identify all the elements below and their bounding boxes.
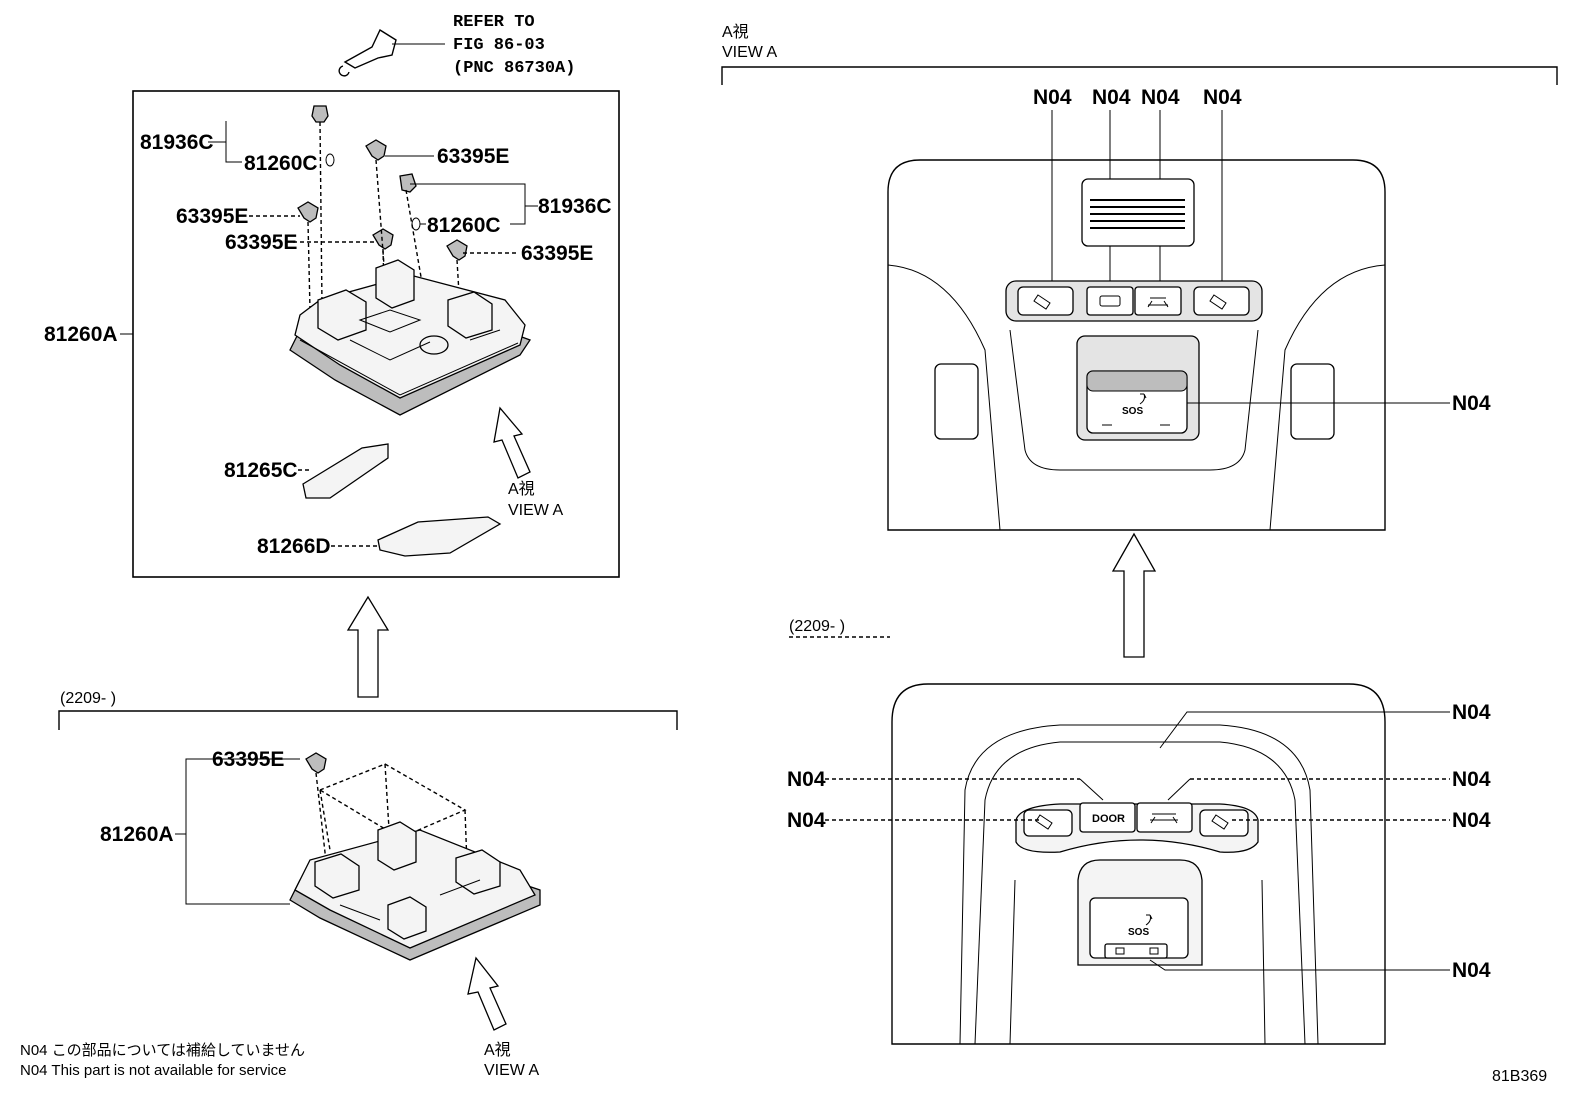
label-81265c: 81265C <box>224 459 298 482</box>
main-assembly-box: 81936C 81260C 63395E 81260C 81936C 63395… <box>44 90 620 578</box>
sos-text-upper: SOS <box>1122 406 1143 417</box>
n04-lower-bottom-right: N04 <box>1452 959 1491 982</box>
view-a-lower-group: (2209- ) DOOR SOS <box>787 618 1491 1045</box>
n04-lower-right-upper: N04 <box>1452 768 1491 791</box>
view-a-arrow-variant <box>467 956 507 1031</box>
view-a-title-jp: A視 <box>722 23 749 41</box>
door-text: DOOR <box>1092 813 1125 825</box>
label-81266d: 81266D <box>257 535 331 558</box>
clip-top-left <box>311 105 329 123</box>
sos-text-lower: SOS <box>1128 927 1149 938</box>
map-light-right-button-lower <box>1199 809 1249 837</box>
variant-housing-drawing <box>289 821 541 961</box>
dome-light-button-upper <box>1134 286 1182 316</box>
view-a-en-variant: VIEW A <box>484 1062 539 1079</box>
refer-fig-text: FIG 86-03 <box>453 36 545 55</box>
variant-left-range: (2209- ) <box>60 690 116 707</box>
view-a-arrow-main <box>493 406 531 479</box>
view-a-title-en: VIEW A <box>722 44 777 61</box>
footnote-jp: N04 この部品については補給していません <box>20 1042 305 1059</box>
reference-part-group: REFER TO FIG 86-03 (PNC 86730A) <box>338 13 575 78</box>
top-n04-3: N04 <box>1141 86 1180 109</box>
door-button-lower <box>1079 802 1136 833</box>
lens-81265c-drawing <box>302 443 389 499</box>
view-a-jp-variant: A視 <box>484 1041 511 1059</box>
screw-mid <box>372 228 394 250</box>
label-81936c-left: 81936C <box>140 131 214 154</box>
label-81260c-left: 81260C <box>244 152 318 175</box>
screw-left <box>297 201 319 223</box>
clip-right <box>399 173 417 193</box>
label-63395e-left: 63395E <box>176 205 248 228</box>
screw-top-center <box>365 139 387 161</box>
map-light-left-button <box>1017 286 1074 316</box>
label-81260c-right: 81260C <box>427 214 501 237</box>
label-81260a-main: 81260A <box>44 323 118 346</box>
side-lens-right <box>1290 363 1335 440</box>
lens-81266d-drawing <box>377 516 502 557</box>
dome-light-button-lower <box>1136 802 1193 833</box>
top-n04-1: N04 <box>1033 86 1072 109</box>
view-a-upper-group: A視 VIEW A N04 N04 N04 N04 <box>721 23 1558 531</box>
label-63395e-top: 63395E <box>437 145 509 168</box>
n04-lower-left-upper: N04 <box>787 768 826 791</box>
arrow-up-left <box>346 595 390 698</box>
refer-pnc-text: (PNC 86730A) <box>453 59 575 78</box>
n04-lower-top-right: N04 <box>1452 701 1491 724</box>
console-upper-drawing: SOS <box>887 159 1386 531</box>
arrow-up-right <box>1111 532 1157 658</box>
refer-to-text: REFER TO <box>453 13 535 32</box>
n04-lower-left-lower: N04 <box>787 809 826 832</box>
map-light-right-button <box>1193 286 1250 316</box>
roof-console-housing-drawing <box>289 259 531 416</box>
label-63395e-mid: 63395E <box>225 231 297 254</box>
screw-right <box>446 239 468 261</box>
side-lens-left <box>934 363 979 440</box>
variant-label-81260a: 81260A <box>100 823 174 846</box>
view-a-jp-main: A視 <box>508 480 535 498</box>
sos-n04-upper: N04 <box>1452 392 1491 415</box>
door-button-upper <box>1086 286 1134 316</box>
reference-clip-drawing <box>338 28 397 77</box>
top-n04-2: N04 <box>1092 86 1131 109</box>
figure-code: 81B369 <box>1492 1068 1547 1085</box>
n04-lower-right-lower: N04 <box>1452 809 1491 832</box>
console-lower-drawing: DOOR SOS <box>891 683 1386 1045</box>
map-light-left-button-lower <box>1023 809 1073 837</box>
view-a-en-main: VIEW A <box>508 502 563 519</box>
label-63395e-right: 63395E <box>521 242 593 265</box>
footnote-en: N04 This part is not available for servi… <box>20 1062 287 1079</box>
variant-label-63395e: 63395E <box>212 748 284 771</box>
variant-left-group: (2209- ) 63395E 81260A A視 VIEW A <box>58 690 678 1079</box>
variant-screw-drawing <box>305 752 327 774</box>
lower-range: (2209- ) <box>789 618 845 635</box>
top-n04-4: N04 <box>1203 86 1242 109</box>
label-81936c-right: 81936C <box>538 195 612 218</box>
vent-grille <box>1081 178 1195 247</box>
